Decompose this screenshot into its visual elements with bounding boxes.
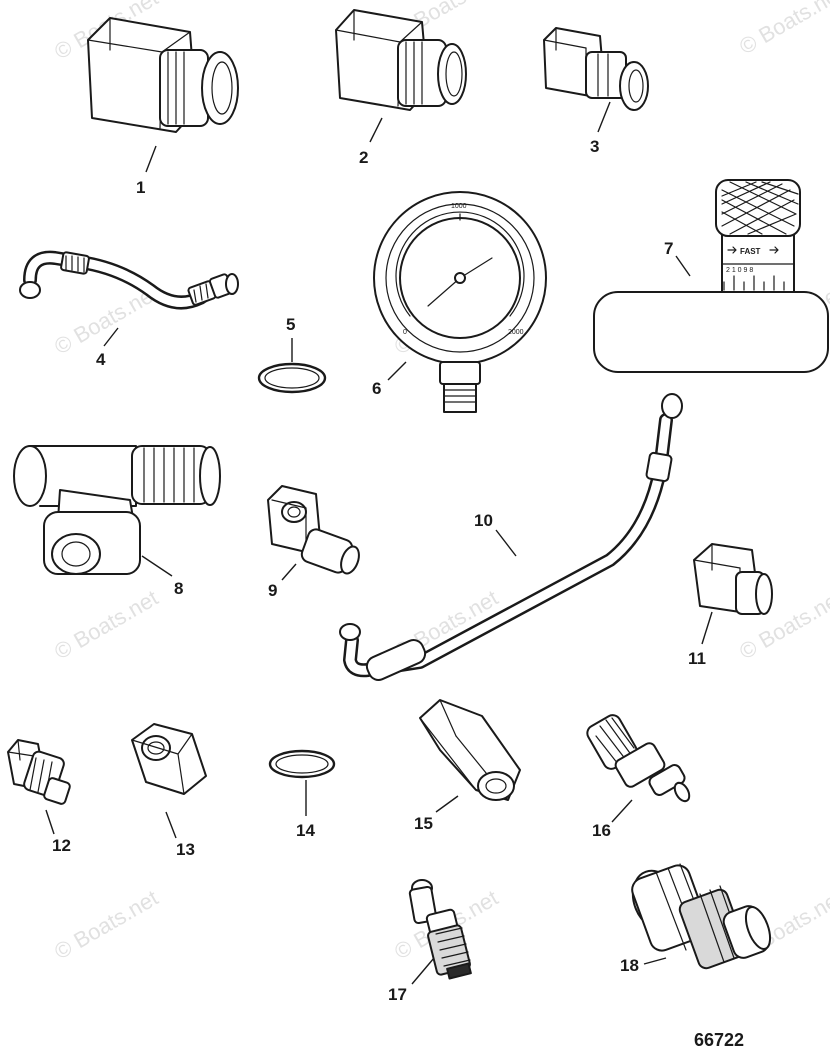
watermark: © Boats.net [50, 585, 162, 664]
callouts: 1 2 3 4 5 6 7 8 9 10 11 12 13 14 15 16 1… [52, 137, 706, 1004]
callout-13: 13 [176, 840, 195, 859]
callout-14: 14 [296, 821, 315, 840]
part-14-o-ring [268, 749, 336, 779]
callout-9: 9 [268, 581, 277, 600]
part-16-quick-connect [586, 714, 691, 803]
part-12-fitting [7, 739, 71, 805]
callout-1: 1 [136, 178, 145, 197]
callout-8: 8 [174, 579, 183, 598]
adjuster-fast-label: FAST [740, 247, 761, 256]
part-2-adapter [335, 9, 467, 111]
gauge-scale-right: 2000 [508, 329, 524, 336]
part-18-coupler [631, 863, 772, 970]
document-number: 66722 [694, 1030, 744, 1050]
part-4-hose [19, 250, 239, 310]
callout-6: 6 [372, 379, 381, 398]
gauge-scale-left: 0 [403, 329, 407, 336]
callout-5: 5 [286, 315, 295, 334]
part-6-pressure-gauge: 1000 0 2000 [373, 191, 547, 413]
part-3-fitting [543, 27, 649, 111]
watermark: © Boats.net [735, 0, 830, 59]
part-9-hex-adapter [267, 485, 360, 575]
callout-2: 2 [359, 148, 368, 167]
leader-lines [45, 101, 713, 985]
part-17-quick-connect-plug [408, 879, 472, 980]
callout-18: 18 [620, 956, 639, 975]
part-11-hex-union [693, 543, 773, 615]
callout-10: 10 [474, 511, 493, 530]
callout-3: 3 [590, 137, 599, 156]
part-5-o-ring [257, 362, 327, 394]
gauge-scale-top: 1000 [451, 203, 467, 210]
part-15-hex-coupler [419, 699, 521, 801]
part-10-bent-tube [339, 393, 683, 681]
part-13-hex-nut [131, 723, 207, 795]
callout-12: 12 [52, 836, 71, 855]
adjuster-scale-digits: 2 1 0 9 8 [726, 267, 753, 274]
part-7-adjuster-valve: FAST 2 1 0 9 8 [593, 179, 829, 373]
callout-4: 4 [96, 350, 106, 369]
part-8-tee-fitting [13, 445, 221, 575]
callout-7: 7 [664, 239, 673, 258]
watermark: © Boats.net [50, 885, 162, 964]
callout-16: 16 [592, 821, 611, 840]
callout-17: 17 [388, 985, 407, 1004]
callout-11: 11 [688, 649, 706, 668]
callout-15: 15 [414, 814, 433, 833]
part-1-adapter [87, 17, 239, 133]
